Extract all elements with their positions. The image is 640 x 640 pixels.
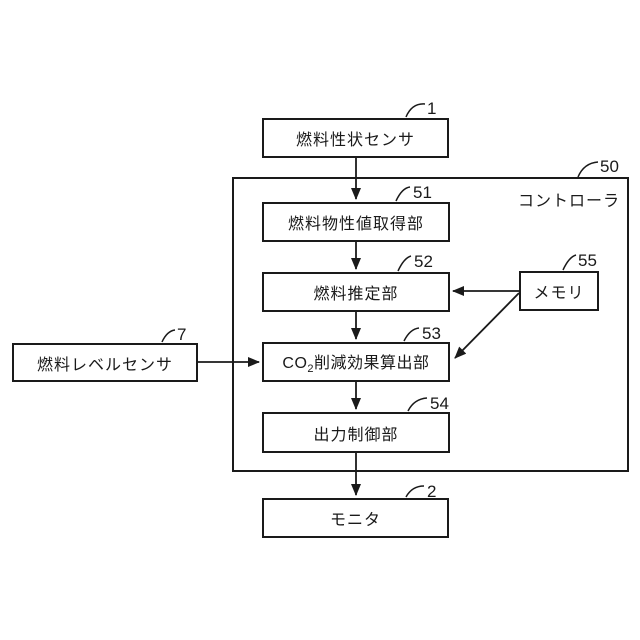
ref-53: 53 bbox=[422, 324, 441, 343]
box-memory: メモリ bbox=[519, 271, 599, 311]
leader-ref-50 bbox=[577, 161, 599, 178]
monitor-label: モニタ bbox=[329, 512, 381, 529]
ref-52: 52 bbox=[414, 252, 433, 271]
co2-subscript: 2 bbox=[307, 363, 315, 375]
ref-50: 50 bbox=[600, 157, 619, 176]
ref-7: 7 bbox=[177, 325, 187, 344]
box-fuel-property-sensor: 燃料性状センサ bbox=[262, 118, 449, 158]
leader-ref-55 bbox=[562, 254, 577, 271]
leader-ref-51 bbox=[395, 186, 411, 202]
leader-ref-53 bbox=[403, 327, 420, 342]
fuel-property-acquisition-label: 燃料物性値取得部 bbox=[287, 216, 424, 233]
ref-2: 2 bbox=[427, 482, 437, 501]
controller-container-box bbox=[232, 177, 629, 472]
leader-ref-52 bbox=[397, 255, 412, 272]
co2-calculator-label: CO2削減効果算出部 bbox=[282, 355, 430, 375]
leader-ref-1 bbox=[405, 103, 426, 118]
fuel-level-sensor-label: 燃料レベルセンサ bbox=[36, 356, 173, 374]
box-co2-calculator: CO2削減効果算出部 bbox=[262, 342, 450, 382]
ref-54: 54 bbox=[430, 394, 449, 413]
box-fuel-property-acquisition: 燃料物性値取得部 bbox=[262, 202, 450, 242]
box-monitor: モニタ bbox=[262, 498, 449, 538]
ref-55: 55 bbox=[578, 251, 597, 270]
fuel-property-sensor-label: 燃料性状センサ bbox=[295, 132, 415, 149]
controller-label: コントローラ bbox=[518, 193, 621, 210]
box-output-control: 出力制御部 bbox=[262, 412, 450, 453]
leader-ref-7 bbox=[161, 329, 176, 343]
leader-ref-2 bbox=[405, 485, 425, 498]
fuel-estimation-label: 燃料推定部 bbox=[313, 286, 399, 303]
ref-51: 51 bbox=[413, 183, 432, 202]
box-fuel-level-sensor: 燃料レベルセンサ bbox=[12, 343, 198, 382]
output-control-label: 出力制御部 bbox=[313, 426, 399, 444]
ref-1: 1 bbox=[427, 99, 437, 118]
arrow-memory-to-53 bbox=[454, 292, 520, 359]
memory-label: メモリ bbox=[533, 285, 585, 302]
box-fuel-estimation: 燃料推定部 bbox=[262, 272, 450, 312]
leader-ref-54 bbox=[407, 397, 428, 412]
